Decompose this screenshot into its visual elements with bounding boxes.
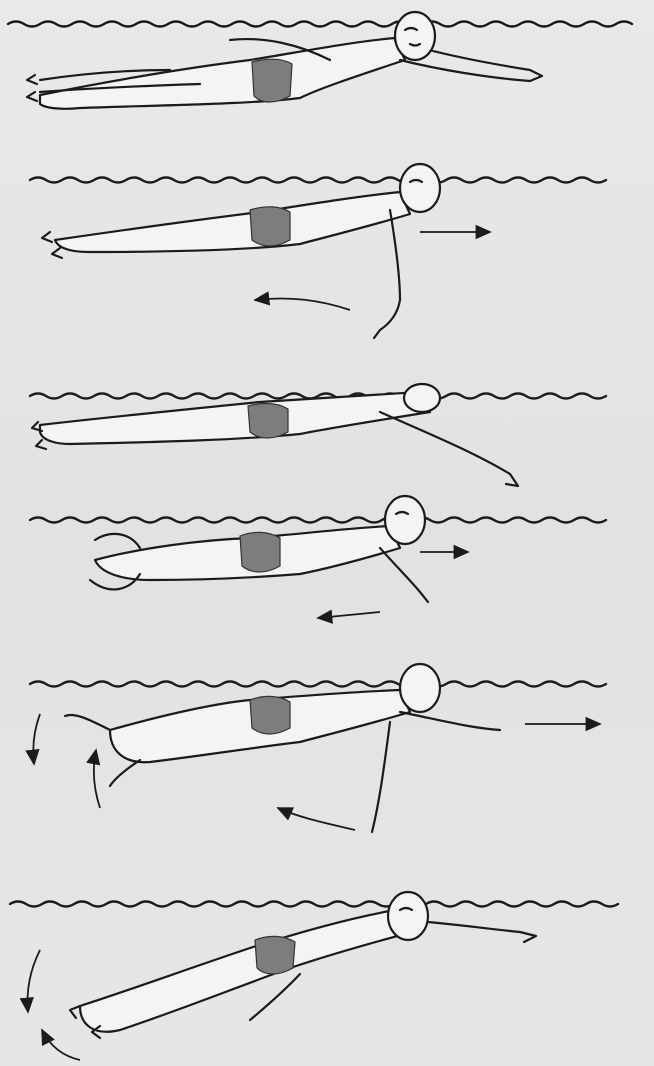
sweep-back-arrow bbox=[318, 612, 380, 618]
leg-kick-down-arrow bbox=[33, 714, 40, 764]
leg-kick-down-arrow bbox=[28, 950, 41, 1012]
water-line bbox=[30, 682, 606, 687]
swimmer-figure bbox=[90, 496, 428, 602]
swimmer-figure bbox=[65, 664, 500, 832]
stage-3 bbox=[30, 384, 606, 486]
leg-kick-up-arrow bbox=[42, 1030, 80, 1060]
water-line bbox=[30, 518, 606, 523]
water-line bbox=[30, 178, 606, 183]
swimmer-figure bbox=[70, 892, 536, 1038]
stage-1 bbox=[8, 12, 632, 109]
stage-6 bbox=[10, 892, 618, 1060]
stage-4 bbox=[30, 496, 606, 618]
water-line bbox=[10, 902, 618, 907]
water-line bbox=[8, 22, 632, 27]
stage-2 bbox=[30, 164, 606, 338]
swimmer-figure bbox=[42, 164, 440, 338]
stage-5 bbox=[30, 664, 606, 832]
leg-kick-up-arrow bbox=[94, 750, 100, 808]
sweep-back-arrow bbox=[278, 808, 355, 830]
sweep-back-arrow bbox=[255, 298, 350, 310]
